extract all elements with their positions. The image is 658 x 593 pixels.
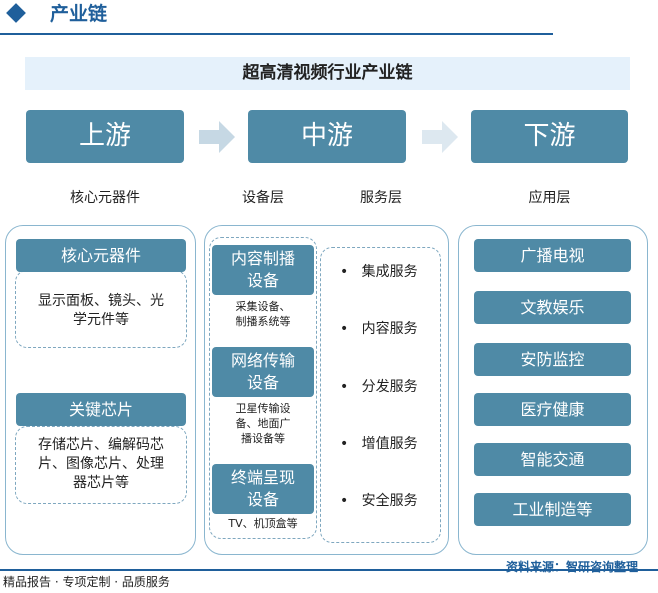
equipment-layer-label: 设备层 (242, 190, 284, 206)
page-title: 产业链 (50, 3, 108, 25)
core-components-desc-box (15, 270, 187, 348)
network-transmission-equipment-title: 网络传输 设备 (212, 347, 314, 397)
service-item-integration: • 集成服务 (340, 262, 418, 282)
content-production-equipment-title: 内容制播 设备 (212, 245, 314, 295)
core-components-desc-line: 显示面板、镜头、光 (38, 293, 164, 309)
service-label: 内容服务 (361, 321, 418, 337)
content-production-title-line: 内容制播 (230, 249, 295, 268)
service-column (320, 247, 441, 543)
upstream-box: 上游 (26, 110, 184, 163)
terminal-display-title-line: 终端呈现 (230, 468, 295, 487)
bullet-icon: • (340, 436, 349, 452)
service-label: 分发服务 (361, 379, 418, 395)
network-transmission-equipment-desc: 卫星传输设 备、地面广 播设备等 (212, 401, 314, 446)
key-chips-desc-line: 存储芯片、编解码芯 (38, 437, 164, 453)
diagram-title: 超高清视频行业产业链 (25, 57, 630, 90)
terminal-display-title-line: 设备 (246, 490, 279, 509)
service-item-content: • 内容服务 (340, 319, 418, 339)
content-production-desc-line: 采集设备、 (235, 300, 291, 313)
application-broadcast-tv: 广播电视 (474, 239, 631, 272)
bullet-icon: • (340, 264, 349, 280)
application-security-surveillance: 安防监控 (474, 343, 631, 376)
network-transmission-desc-line: 播设备等 (241, 432, 285, 445)
core-components-desc: 显示面板、镜头、光 学元件等 (15, 292, 187, 330)
application-culture-entertainment: 文教娱乐 (474, 291, 631, 324)
downstream-box: 下游 (471, 110, 628, 163)
arrow-right-icon (199, 121, 235, 153)
content-production-title-line: 设备 (246, 271, 279, 290)
core-components-desc-line: 学元件等 (73, 312, 129, 328)
key-chips-title: 关键芯片 (16, 393, 186, 426)
service-label: 增值服务 (361, 436, 418, 452)
core-components-title: 核心元器件 (16, 239, 186, 272)
bullet-icon: • (340, 493, 349, 509)
footer-slogan: 精品报告 · 专项定制 · 品质服务 (3, 575, 170, 589)
bullet-icon: • (340, 321, 349, 337)
network-transmission-desc-line: 卫星传输设 (235, 402, 291, 415)
terminal-display-desc-line: TV、机顶盒等 (228, 517, 298, 530)
content-production-equipment-desc: 采集设备、 制播系统等 (212, 299, 314, 329)
key-chips-desc-line: 片、图像芯片、处理 (38, 456, 164, 472)
footer-divider (0, 569, 658, 571)
network-transmission-title-line: 设备 (246, 373, 279, 392)
key-chips-desc-line: 器芯片等 (73, 475, 129, 491)
application-medical-health: 医疗健康 (474, 393, 631, 426)
network-transmission-desc-line: 备、地面广 (235, 417, 291, 430)
key-chips-desc-box (15, 426, 187, 504)
service-layer-label: 服务层 (360, 190, 402, 206)
application-smart-transport: 智能交通 (474, 443, 631, 476)
service-item-value-added: • 增值服务 (340, 434, 418, 454)
upstream-layer-label: 核心元器件 (70, 190, 140, 206)
key-chips-desc: 存储芯片、编解码芯 片、图像芯片、处理 器芯片等 (15, 436, 187, 493)
header-diamond-icon (6, 3, 26, 23)
midstream-box: 中游 (248, 110, 406, 163)
terminal-display-equipment-desc: TV、机顶盒等 (212, 516, 314, 531)
application-layer-label: 应用层 (528, 190, 571, 206)
data-source: 资料来源：智研咨询整理 (506, 560, 639, 574)
application-industrial-manufacturing: 工业制造等 (474, 493, 631, 526)
terminal-display-equipment-title: 终端呈现 设备 (212, 464, 314, 514)
bullet-icon: • (340, 379, 349, 395)
service-label: 集成服务 (361, 264, 418, 280)
service-item-distribution: • 分发服务 (340, 377, 418, 397)
content-production-desc-line: 制播系统等 (235, 315, 291, 328)
network-transmission-title-line: 网络传输 (230, 351, 295, 370)
arrow-right-icon (422, 121, 458, 153)
header-divider (0, 33, 553, 35)
service-label: 安全服务 (361, 493, 418, 509)
service-item-security: • 安全服务 (340, 491, 418, 511)
